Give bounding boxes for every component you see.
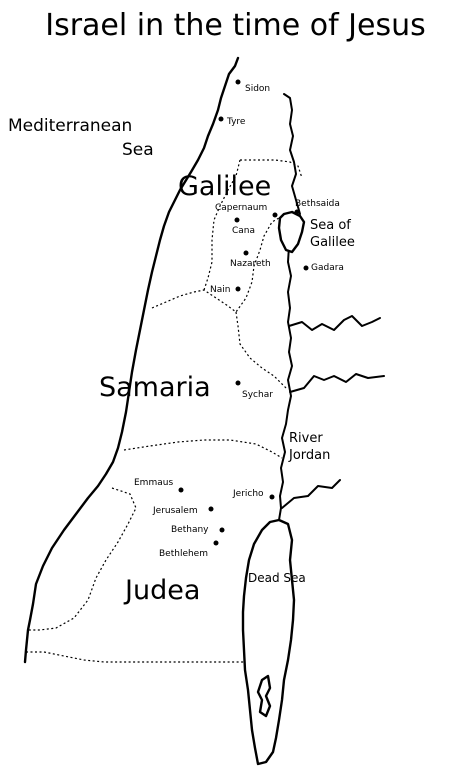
region-galilee: Galilee [178, 171, 271, 202]
dead-sea-label: Dead Sea [248, 571, 306, 585]
city-label-jerusalem: Jerusalem [152, 506, 198, 516]
galilee-samaria-border [151, 217, 280, 313]
river-jordan-label-line1: River [289, 431, 323, 446]
city-label-sidon: Sidon [245, 84, 270, 94]
city-dot-sychar [235, 380, 241, 386]
city-dot-cana [234, 217, 240, 223]
galilee-west-border [203, 159, 241, 291]
river-jordan [278, 245, 293, 521]
galilee-north-border [240, 159, 303, 179]
city-label-nain: Nain [210, 285, 230, 295]
upper-jordan [283, 93, 301, 215]
samaria-east-border [235, 311, 287, 389]
city-dot-emmaus [178, 487, 184, 493]
city-label-sychar: Sychar [242, 390, 273, 400]
city-dot-sidon [235, 79, 241, 85]
city-dot-capernaum [272, 212, 278, 218]
dead-sea-peninsula [256, 674, 272, 718]
map-title: Israel in the time of Jesus [45, 8, 426, 43]
eastern-tributary-2 [289, 373, 385, 393]
city-label-nazareth: Nazareth [230, 259, 271, 269]
city-label-cana: Cana [232, 226, 255, 236]
city-dot-bethany [219, 527, 225, 533]
city-dot-bethsaida [294, 209, 300, 215]
city-label-emmaus: Emmaus [134, 478, 173, 488]
city-dot-bethlehem [213, 540, 219, 546]
coastline [23, 56, 240, 664]
city-dot-gadara [303, 265, 309, 271]
mediterranean-label-line2: Sea [122, 140, 154, 160]
sea-of-galilee-label-line1: Sea of [310, 218, 351, 233]
city-label-gadara: Gadara [311, 263, 344, 273]
city-dot-jerusalem [208, 506, 214, 512]
city-dot-nazareth [243, 250, 249, 256]
judea-south-border [26, 651, 244, 663]
city-label-bethsaida: Bethsaida [295, 199, 340, 209]
region-judea: Judea [123, 575, 200, 606]
eastern-tributary-3 [281, 479, 341, 509]
sea-of-galilee-shape [277, 210, 306, 254]
city-label-capernaum: Capernaum [215, 203, 267, 213]
city-label-bethany: Bethany [171, 525, 209, 535]
city-dot-tyre [218, 116, 224, 122]
judea-west-border [28, 487, 137, 631]
city-dot-jericho [269, 494, 275, 500]
river-jordan-label-line2: Jordan [288, 448, 330, 463]
samaria-judea-border [123, 439, 283, 459]
city-dot-nain [235, 286, 241, 292]
city-label-tyre: Tyre [226, 117, 246, 127]
city-label-jericho: Jericho [232, 489, 264, 499]
mediterranean-label-line1: Mediterranean [8, 116, 132, 136]
city-label-bethlehem: Bethlehem [159, 549, 208, 559]
sea-of-galilee-label-line2: Galilee [310, 235, 355, 250]
dead-sea-shape [241, 518, 296, 766]
region-samaria: Samaria [99, 372, 211, 403]
eastern-tributary-1 [288, 315, 381, 331]
